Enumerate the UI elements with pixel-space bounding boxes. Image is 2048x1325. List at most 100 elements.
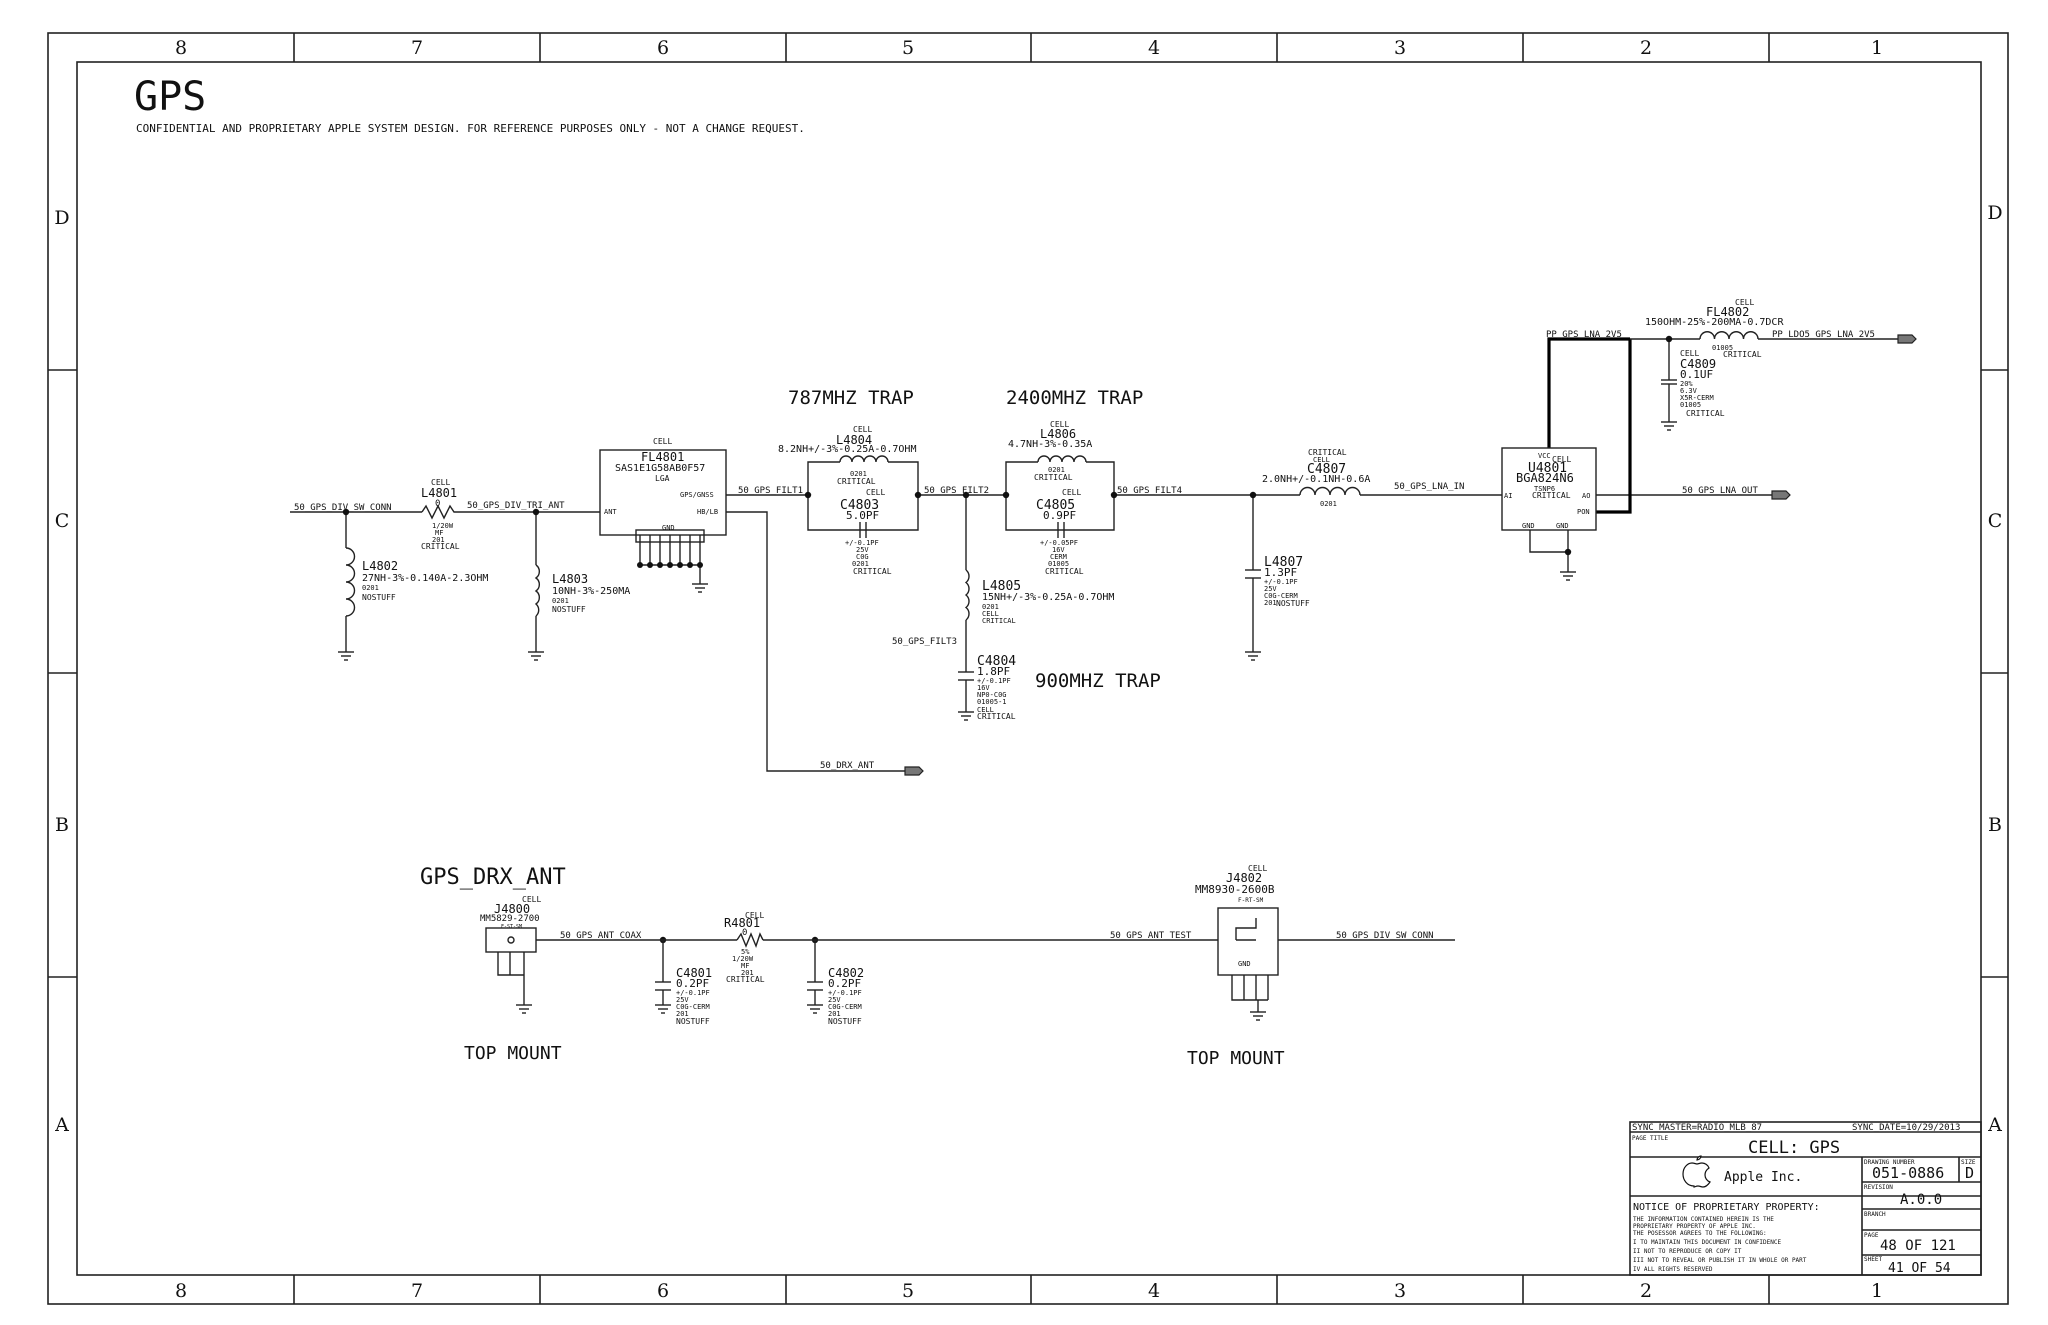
col-label: 5	[902, 1280, 914, 1302]
l4805-coil	[964, 569, 970, 621]
part-ref: L4804	[836, 433, 872, 447]
part-c4803: CELL C4803 5.0PF +/-0.1PF 25V C0G 0201 C…	[840, 488, 892, 576]
part-detail: CRITICAL	[1686, 409, 1725, 418]
col-label: 5	[902, 37, 914, 59]
section-900mhz-trap: 900MHZ TRAP	[1035, 670, 1161, 692]
part-tag: CELL	[1248, 864, 1267, 873]
revision-value: A.0.0	[1900, 1192, 1942, 1208]
net-label: 50_GPS_FILT1	[738, 486, 803, 496]
part-detail: 0201	[362, 584, 379, 592]
part-detail: +/-0.05PF	[1040, 539, 1078, 547]
part-detail: CRITICAL	[1034, 473, 1073, 482]
pin-label: ANT	[604, 508, 617, 516]
part-detail: CERM	[1050, 553, 1067, 561]
part-detail: C0G-CERM	[676, 1003, 710, 1011]
l4806-coil	[1037, 455, 1087, 463]
section-2400mhz-trap: 2400MHZ TRAP	[1006, 387, 1143, 409]
page-title-label: PAGE TITLE	[1632, 1135, 1669, 1142]
c4801-symbol	[655, 981, 671, 991]
part-detail: X5R-CERM	[1680, 394, 1714, 402]
l4801-symbol	[421, 504, 458, 520]
part-j4802: CELL J4802 MM8930-2600B F-RT-SM GND	[1195, 864, 1275, 968]
pin-label: AI	[1504, 492, 1512, 500]
part-detail: NOSTUFF	[828, 1017, 862, 1026]
part-detail: CRITICAL	[982, 617, 1016, 625]
section-787mhz-trap: 787MHZ TRAP	[788, 387, 914, 409]
fl4801-gnd-pins	[635, 529, 705, 543]
sheet-frame: 8 7 6 5 4 3 2 1 8 7 6 5 4 3 2 1 D C B A …	[47, 32, 2009, 1305]
part-l4804: CELL L4804 8.2NH+/-3%-0.25A-0.7OHM 0201 …	[778, 425, 916, 486]
net-label: 50_DRX_ANT	[820, 761, 875, 771]
part-tag: CELL	[653, 437, 672, 446]
part-value: 5.0PF	[846, 509, 879, 522]
col-label: 4	[1148, 1280, 1160, 1302]
part-ref: L4805	[982, 579, 1021, 594]
part-tag: CELL	[522, 895, 541, 904]
c4803-symbol	[859, 522, 867, 538]
col-label: 2	[1640, 1280, 1652, 1302]
net-label: 50_GPS_ANT_COAX	[560, 931, 642, 941]
c4802-symbol	[807, 981, 823, 991]
part-detail: NP0-C0G	[977, 691, 1007, 699]
part-l4807: L4807 1.3PF +/-0.1PF 25V C0G-CERM 201 NO…	[1264, 555, 1310, 608]
c4805-symbol	[1057, 522, 1065, 538]
part-detail: 5%	[741, 948, 750, 956]
offpage-connector	[1897, 334, 1917, 344]
part-c4804: C4804 1.8PF +/-0.1PF 16V NP0-C0G 01005-1…	[977, 654, 1016, 721]
part-value: 1.3PF	[1264, 566, 1297, 579]
part-detail: 0201	[1320, 500, 1337, 508]
row-label: D	[1987, 202, 2002, 224]
part-detail: CELL	[982, 610, 999, 618]
pin-label: GND	[1522, 522, 1535, 530]
part-detail: NOSTUFF	[1276, 599, 1310, 608]
notice-line: IV ALL RIGHTS RESERVED	[1633, 1266, 1713, 1273]
part-detail: 25V	[676, 996, 689, 1004]
junctions	[342, 335, 1673, 944]
part-detail: 1/20W	[732, 955, 754, 963]
part-ref: J4800	[494, 902, 530, 916]
ground-symbol	[527, 651, 545, 661]
part-detail: CRITICAL	[853, 567, 892, 576]
part-l4801: CELL L4801 0 1/20W MF 201 CRITICAL	[421, 478, 460, 551]
sync-master: SYNC_MASTER=RADIO_MLB_87	[1632, 1123, 1762, 1133]
col-label: 8	[175, 37, 187, 59]
sheet-label: SHEET	[1864, 1256, 1882, 1263]
size-value: D	[1965, 1164, 1974, 1182]
part-value: 15NH+/-3%-0.25A-0.7OHM	[982, 592, 1114, 603]
part-value: 0.2PF	[676, 977, 709, 990]
part-ref: FL4801	[641, 450, 684, 464]
offpage-connector	[1771, 490, 1791, 500]
ground-symbol	[957, 711, 975, 721]
part-detail: 0201	[1048, 466, 1065, 474]
part-ref: L4807	[1264, 555, 1303, 570]
part-detail: MF	[435, 529, 443, 537]
part-ref: C4807	[1307, 462, 1346, 477]
net-label: 50_GPS_LNA_OUT	[1682, 486, 1758, 496]
part-ref: C4802	[828, 966, 864, 980]
part-c4805: CELL C4805 0.9PF +/-0.05PF 16V CERM 0100…	[1036, 488, 1084, 576]
col-label: 3	[1394, 1280, 1406, 1302]
part-detail: 0201	[852, 560, 869, 568]
part-detail: +/-0.1PF	[977, 677, 1011, 685]
part-detail: 01005	[1048, 560, 1069, 568]
part-detail: CRITICAL	[1045, 567, 1084, 576]
notice-line: III NOT TO REVEAL OR PUBLISH IT IN WHOLE…	[1633, 1257, 1807, 1264]
part-detail: 25V	[828, 996, 841, 1004]
part-ref: L4802	[362, 559, 398, 573]
part-detail: CRITICAL	[1723, 350, 1762, 359]
u4801-body	[1501, 447, 1597, 531]
part-c4809: CELL C4809 0.1UF 20% 6.3V X5R-CERM 01005…	[1680, 349, 1725, 418]
part-package: TSNP6	[1534, 485, 1555, 493]
part-detail: +/-0.1PF	[676, 989, 710, 997]
part-ref: U4801	[1528, 461, 1567, 476]
part-value: SAS1E1G58AB0F57	[615, 463, 705, 474]
part-detail: CRITICAL	[977, 712, 1016, 721]
net-label: 50_GPS_ANT_TEST	[1110, 931, 1192, 941]
row-label: C	[1988, 510, 2003, 532]
drawing-number-label: DRAWING NUMBER	[1864, 1159, 1915, 1166]
pin-label: GND	[1556, 522, 1569, 530]
col-label: 1	[1871, 1280, 1883, 1302]
page-title-value: CELL: GPS	[1748, 1138, 1840, 1158]
part-package: LGA	[655, 474, 670, 483]
offpage-connector	[904, 766, 924, 776]
